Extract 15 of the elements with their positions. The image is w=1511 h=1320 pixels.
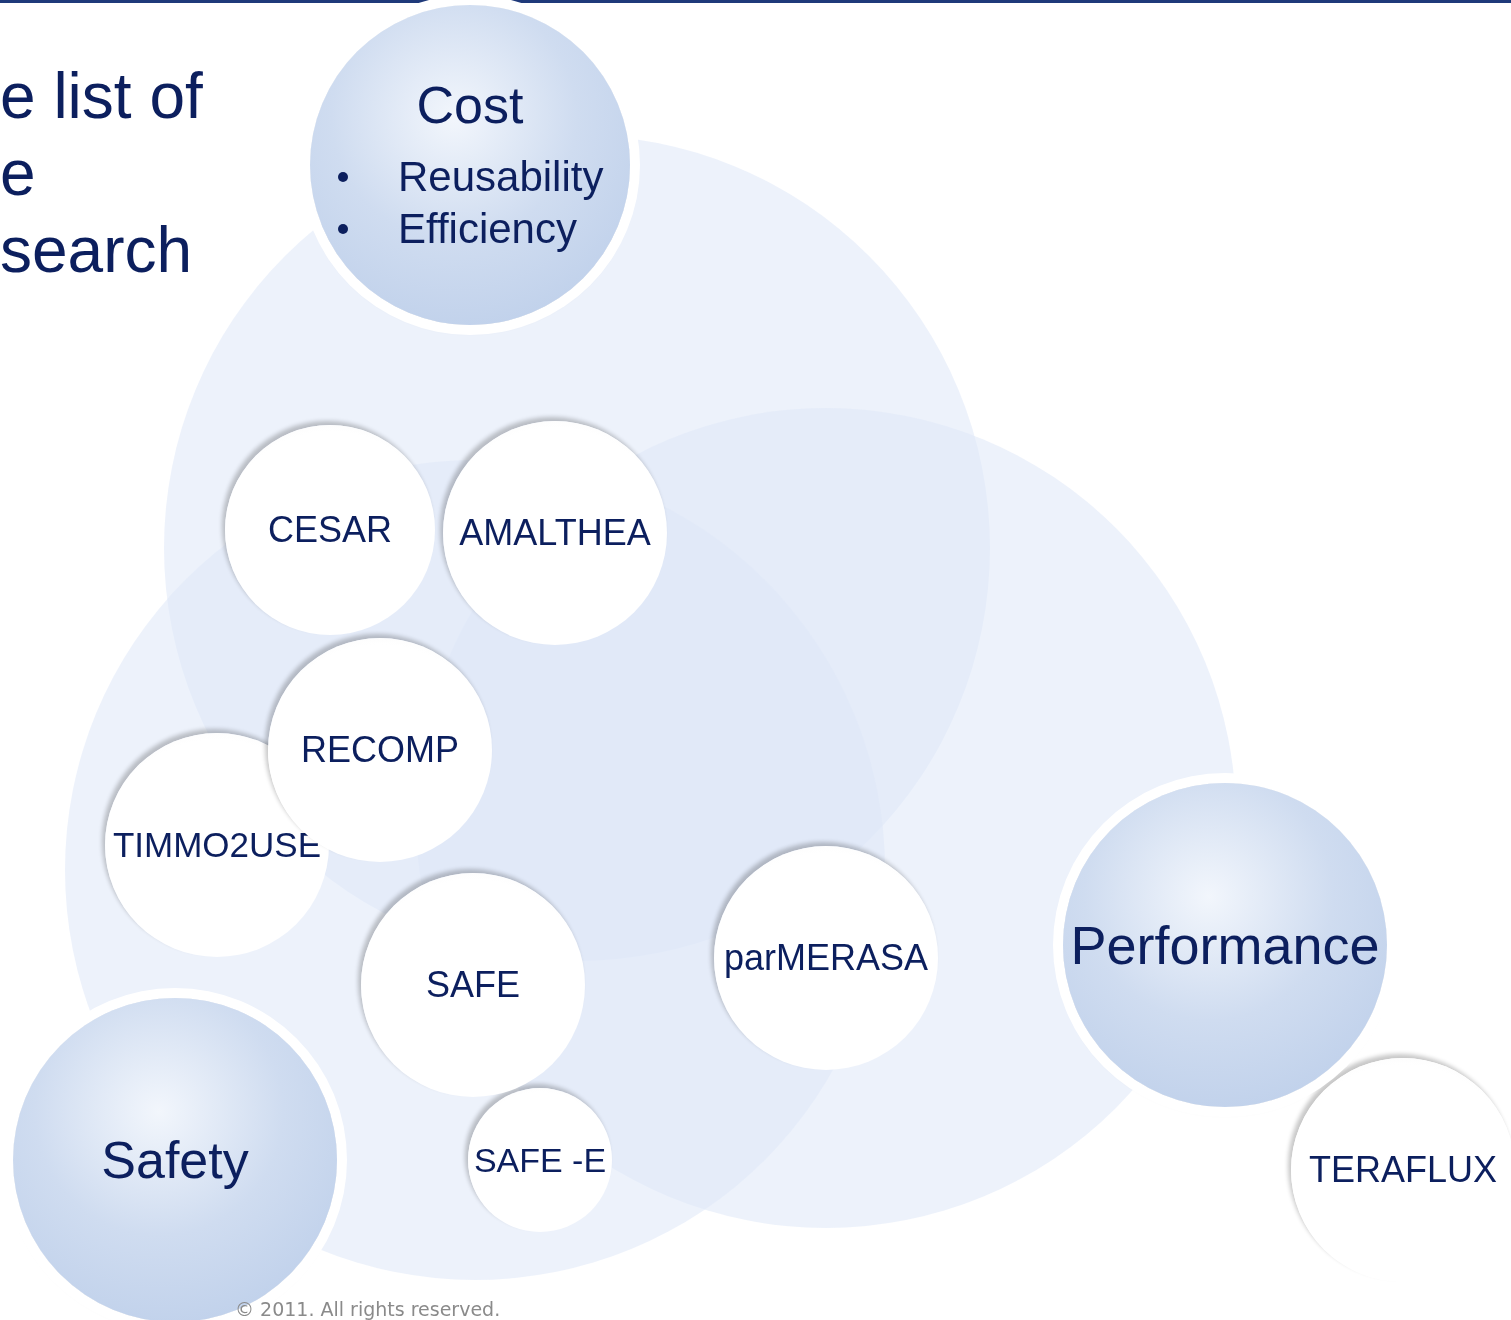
bullet-item: Efficiency (398, 204, 577, 254)
circle-label: Performance (1070, 914, 1380, 976)
circle-label: RECOMP (301, 729, 459, 771)
circle-label: TERAFLUX (1308, 1149, 1497, 1191)
circle-label: CESAR (268, 509, 392, 551)
circle-label: SAFE (426, 964, 520, 1006)
circle-label: TIMMO2USE (112, 825, 322, 865)
copyright-note: © 2011. All rights reserved. (235, 1298, 501, 1320)
circle-label: Safety (101, 1130, 249, 1190)
circle-heading: Cost (416, 75, 524, 135)
circle-label: AMALTHEA (459, 512, 651, 554)
circle-label: parMERASA (723, 937, 929, 979)
slide-title: e list of e search (0, 59, 204, 288)
circle-label: SAFE -E (473, 1140, 607, 1180)
bullet-item: Reusability (398, 152, 604, 202)
